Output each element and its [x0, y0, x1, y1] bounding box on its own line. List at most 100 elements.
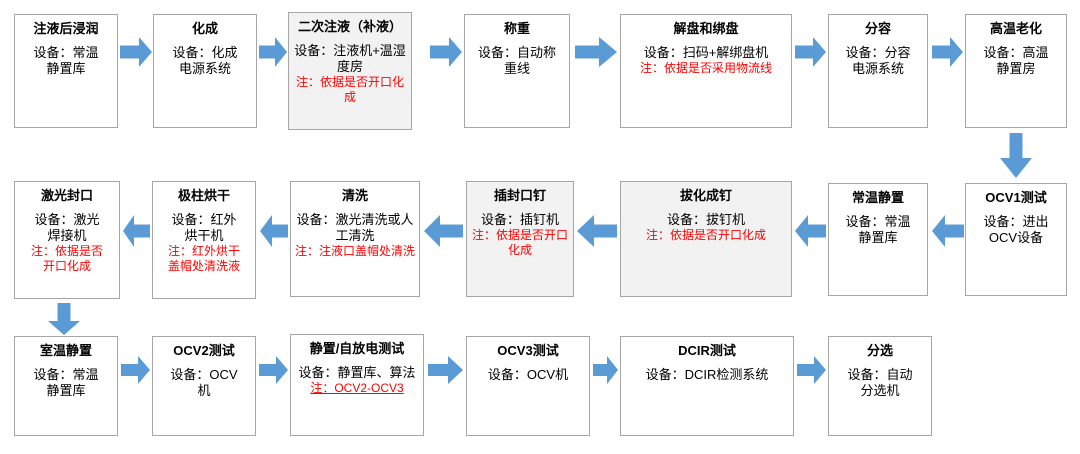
process-node-n07[interactable]: 高温老化设备：高温静置房	[965, 14, 1067, 128]
node-equipment: 设备：OCV机	[487, 367, 569, 382]
node-title: 分选	[866, 343, 893, 358]
node-title: 化成	[191, 21, 218, 36]
flow-arrow-left-icon	[932, 215, 964, 247]
node-equipment: 设备：DCIR检测系统	[645, 367, 769, 382]
node-title: 分容	[864, 21, 891, 36]
node-body: 设备：红外烘干机注：红外烘干盖帽处清洗液	[156, 212, 252, 274]
node-note: 注：依据是否开口化成	[295, 75, 404, 104]
node-note: 注：依据是否开口化成	[30, 244, 103, 273]
node-body: 设备：自动分选机	[832, 367, 928, 399]
flow-arrow-right-icon	[797, 356, 826, 384]
node-title: 解盘和绑盘	[673, 21, 739, 36]
flow-arrow-right-icon	[121, 356, 150, 384]
flow-arrow-right-icon	[932, 37, 963, 67]
node-equipment: 设备：分容电源系统	[845, 45, 911, 76]
process-node-n09[interactable]: 常温静置设备：常温静置库	[828, 183, 928, 296]
flow-arrow-right-icon	[430, 37, 462, 67]
node-body: 设备：常温静置库	[18, 45, 114, 77]
process-node-n01[interactable]: 注液后浸润设备：常温静置库	[14, 14, 118, 128]
process-node-n14[interactable]: 激光封口设备：激光焊接机注：依据是否开口化成	[14, 181, 120, 299]
process-node-n17[interactable]: 静置/自放电测试设备：静置库、算法注：OCV2-OCV3	[290, 334, 424, 436]
node-body: 设备：高温静置房	[969, 45, 1063, 77]
process-node-n05[interactable]: 解盘和绑盘设备：扫码+解绑盘机注：依据是否采用物流线	[620, 14, 792, 128]
flow-arrow-left-icon	[123, 215, 150, 247]
node-title: 拔化成钉	[679, 188, 732, 203]
node-title: 称重	[503, 21, 530, 36]
flow-arrow-right-icon	[575, 37, 617, 67]
node-body: 设备：分容电源系统	[832, 45, 924, 77]
process-node-n04[interactable]: 称重设备：自动称重线	[464, 14, 570, 128]
node-title: 注液后浸润	[33, 21, 99, 36]
flow-arrow-right-icon	[795, 37, 826, 67]
node-title: 极柱烘干	[177, 188, 230, 203]
node-title: 二次注液（补液）	[297, 19, 402, 34]
node-body: 设备：注液机+温湿度房注：依据是否开口化成	[292, 43, 408, 105]
node-body: 设备：静置库、算法注：OCV2-OCV3	[294, 365, 420, 396]
flow-arrow-left-icon	[260, 215, 288, 247]
flow-arrow-down-icon	[1000, 133, 1032, 178]
flow-arrow-right-icon	[120, 37, 152, 67]
node-title: 高温老化	[989, 21, 1042, 36]
flow-arrow-left-icon	[577, 215, 617, 247]
flow-arrow-left-icon	[424, 215, 463, 247]
process-node-n02[interactable]: 化成设备：化成电源系统	[153, 14, 257, 128]
node-body: 设备：激光清洗或人工清洗注：注液口盖帽处清洗	[294, 212, 416, 259]
node-equipment: 设备：自动分选机	[847, 367, 913, 398]
node-body: 设备：扫码+解绑盘机注：依据是否采用物流线	[624, 45, 788, 76]
node-equipment: 设备：高温静置房	[983, 45, 1049, 76]
process-node-n13[interactable]: 极柱烘干设备：红外烘干机注：红外烘干盖帽处清洗液	[152, 181, 256, 299]
node-equipment: 设备：注液机+温湿度房	[294, 43, 406, 74]
node-body: 设备：自动称重线	[468, 45, 566, 77]
node-title: DCIR测试	[678, 343, 736, 358]
node-equipment: 设备：激光清洗或人工清洗	[296, 212, 414, 243]
process-node-n20[interactable]: 分选设备：自动分选机	[828, 336, 932, 436]
node-title: 激光封口	[40, 188, 93, 203]
node-body: 设备：常温静置库	[18, 367, 114, 399]
node-body: 设备：OCV机	[470, 367, 586, 383]
node-equipment: 设备：常温静置库	[845, 214, 911, 245]
node-equipment: 设备：激光焊接机	[34, 212, 100, 243]
node-equipment: 设备：化成电源系统	[172, 45, 238, 76]
node-note: 注：依据是否开口化成	[471, 228, 568, 257]
node-title: OCV2测试	[173, 343, 235, 358]
node-note: 注：依据是否开口化成	[645, 228, 766, 242]
node-body: 设备：化成电源系统	[157, 45, 253, 77]
node-equipment: 设备：拔钉机	[666, 212, 745, 227]
flow-arrow-right-icon	[593, 356, 618, 384]
node-title: 清洗	[341, 188, 368, 203]
process-node-n18[interactable]: OCV3测试设备：OCV机	[466, 336, 590, 436]
process-node-n11[interactable]: 插封口钉设备：插钉机注：依据是否开口化成	[466, 181, 574, 297]
process-node-n10[interactable]: 拔化成钉设备：拔钉机注：依据是否开口化成	[620, 181, 792, 297]
node-body: 设备：拔钉机注：依据是否开口化成	[624, 212, 788, 243]
process-node-n03[interactable]: 二次注液（补液） 设备：注液机+温湿度房注：依据是否开口化成	[288, 12, 412, 130]
node-note: 注：红外烘干盖帽处清洗液	[167, 244, 240, 273]
node-note: 注：依据是否采用物流线	[639, 61, 772, 75]
node-title: 室温静置	[39, 343, 92, 358]
node-equipment: 设备：自动称重线	[477, 45, 556, 76]
node-note: 注：OCV2-OCV3	[310, 381, 404, 395]
process-node-n15[interactable]: 室温静置设备：常温静置库	[14, 336, 118, 436]
node-body: 设备：插钉机注：依据是否开口化成	[470, 212, 570, 258]
node-title: 常温静置	[851, 190, 904, 205]
process-node-n12[interactable]: 清洗设备：激光清洗或人工清洗注：注液口盖帽处清洗	[290, 181, 420, 297]
process-node-n19[interactable]: DCIR测试设备：DCIR检测系统	[620, 336, 794, 436]
node-title: 插封口钉	[493, 188, 546, 203]
flow-arrow-right-icon	[259, 356, 288, 384]
process-node-n06[interactable]: 分容设备：分容电源系统	[828, 14, 928, 128]
node-body: 设备：DCIR检测系统	[624, 367, 790, 383]
node-body: 设备：激光焊接机注：依据是否开口化成	[18, 212, 116, 274]
node-equipment: 设备：插钉机	[480, 212, 559, 227]
node-equipment: 设备：扫码+解绑盘机	[643, 45, 769, 60]
flow-arrow-down-icon	[48, 303, 80, 335]
node-note: 注：注液口盖帽处清洗	[294, 244, 415, 258]
node-title: OCV3测试	[497, 343, 559, 358]
node-title: OCV1测试	[985, 190, 1047, 205]
node-equipment: 设备：静置库、算法	[298, 365, 416, 380]
flow-arrow-right-icon	[428, 356, 463, 384]
